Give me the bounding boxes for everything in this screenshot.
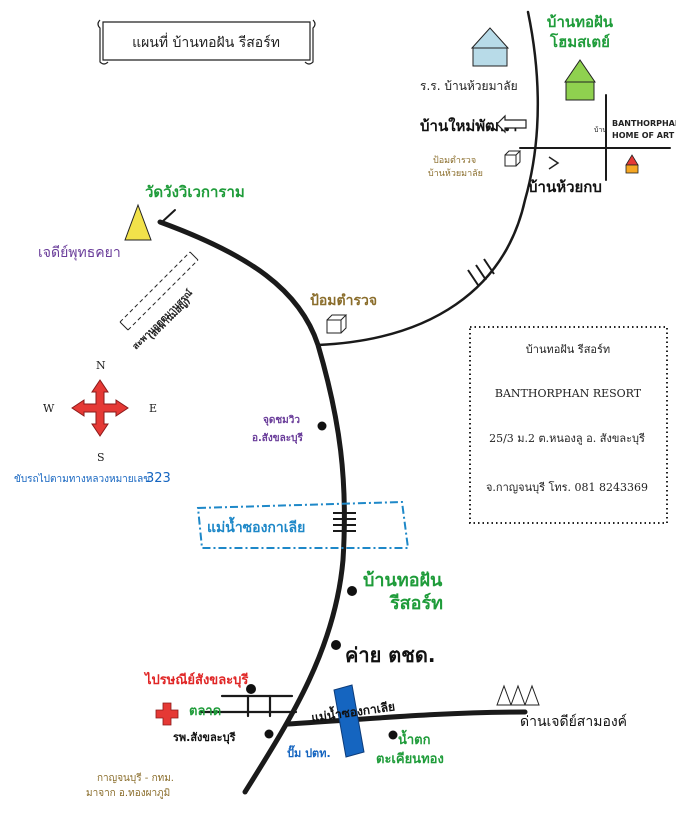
hash-marks	[333, 258, 495, 532]
compass-icon	[71, 379, 129, 437]
home-of-art-icon	[625, 154, 639, 174]
resort-label-1: บ้านทอฝัน	[363, 570, 443, 591]
wat-road	[161, 209, 176, 223]
left-arrow-icon	[496, 114, 527, 134]
route-number: 323	[146, 471, 171, 486]
main-road	[157, 219, 347, 795]
school-label: ร.ร. บ้านห้วยมาลัย	[420, 79, 518, 93]
compass-s: S	[97, 451, 105, 464]
viewpoint-label-1: จุดชมวิว	[263, 414, 300, 426]
wooden-bridge	[119, 251, 199, 331]
from-text-1: กาญจนบุรี - กทม.	[97, 772, 174, 784]
homestay-label-2: โฮมสเตย์	[549, 32, 610, 51]
post-office-dot	[246, 684, 256, 694]
info-contact: จ.กาญจนบุรี โทร. 081 8243369	[486, 480, 648, 494]
homestay-label-1: บ้านทอฝัน	[547, 13, 614, 31]
camp-dot	[331, 640, 341, 650]
east-road	[285, 709, 528, 727]
compass-e: E	[149, 402, 157, 415]
info-name-en: BANTHORPHAN RESORT	[495, 387, 642, 400]
three-pagodas-icon	[496, 684, 540, 706]
hospital-dot	[264, 729, 274, 739]
from-text-2: มาจาก อ.ทองผาภูมิ	[86, 788, 170, 799]
info-name-th: บ้านทอฝัน รีสอร์ท	[526, 343, 610, 356]
route-text: ขับรถไปตามทางหลวงหมายเลข	[14, 473, 150, 485]
right-chevron-icon	[548, 156, 560, 170]
school-house-icon	[470, 27, 510, 67]
post-office-label: ไปรษณีย์สังขละบุรี	[143, 671, 248, 688]
hospital-cross-icon	[155, 702, 179, 726]
info-address: 25/3 ม.2 ต.หนองลู อ. สังขละบุรี	[489, 432, 645, 445]
viewpoint-label-2: อ.สังขละบุรี	[252, 432, 303, 444]
homestay-house-icon	[564, 59, 596, 101]
ban-huai-kop-label: บ้านห้วยกบ	[528, 178, 602, 196]
home-of-art-prefix: บ้าน	[594, 126, 607, 134]
river-band	[333, 684, 365, 758]
waterfall-label-2: ตะเคียนทอง	[376, 751, 444, 767]
police-box-label: ป้อมตำรวจ	[310, 293, 377, 309]
viewpoint-dot	[317, 421, 327, 431]
camp-label: ค่าย ตชด.	[345, 643, 435, 667]
title-scroll: แผนที่ บ้านทอฝัน รีสอร์ท	[97, 19, 316, 65]
police-huaymalai-label-1: ป้อมตำรวจ	[433, 155, 476, 166]
chedi-icon	[124, 203, 152, 241]
compass-w: W	[43, 402, 55, 415]
gas-station-label: ปั๊ม ปตท.	[287, 745, 331, 760]
river-label-box: แม่น้ำซองกาเลีย	[196, 500, 410, 549]
market-label: ตลาด	[189, 704, 221, 719]
waterfall-label-1: น้ำตก	[398, 729, 431, 748]
bridge-label-2: (สะพานมอญ)	[147, 296, 193, 342]
home-of-art-label-2: HOME OF ART	[612, 131, 675, 140]
river-label: แม่น้ำซองกาเลีย	[207, 516, 305, 536]
resort-label-2: รีสอร์ท	[389, 592, 443, 614]
police-box-small-icon	[504, 150, 522, 167]
ban-mai-phatthana-label: บ้านใหม่พัฒนา	[420, 117, 517, 135]
home-of-art-label-1: BANTHORPHAN	[612, 119, 676, 128]
three-pagodas-label: ด่านเจดีย์สามองค์	[520, 713, 627, 730]
waterfall-dot	[388, 730, 398, 740]
police-huaymalai-label-2: บ้านห้วยมาลัย	[428, 168, 483, 179]
upper-road	[316, 10, 539, 347]
resort-dot	[347, 586, 357, 596]
hospital-label: รพ.สังขละบุรี	[173, 731, 236, 745]
police-box-icon	[326, 314, 348, 334]
wat-label: วัดวังวิเวการาม	[145, 183, 245, 201]
roads	[157, 10, 671, 795]
chedi-label: เจดีย์พุทธคยา	[38, 244, 121, 261]
map-title: แผนที่ บ้านทอฝัน รีสอร์ท	[132, 33, 280, 51]
compass-n: N	[96, 359, 106, 372]
info-box: บ้านทอฝัน รีสอร์ท BANTHORPHAN RESORT 25/…	[469, 326, 668, 524]
